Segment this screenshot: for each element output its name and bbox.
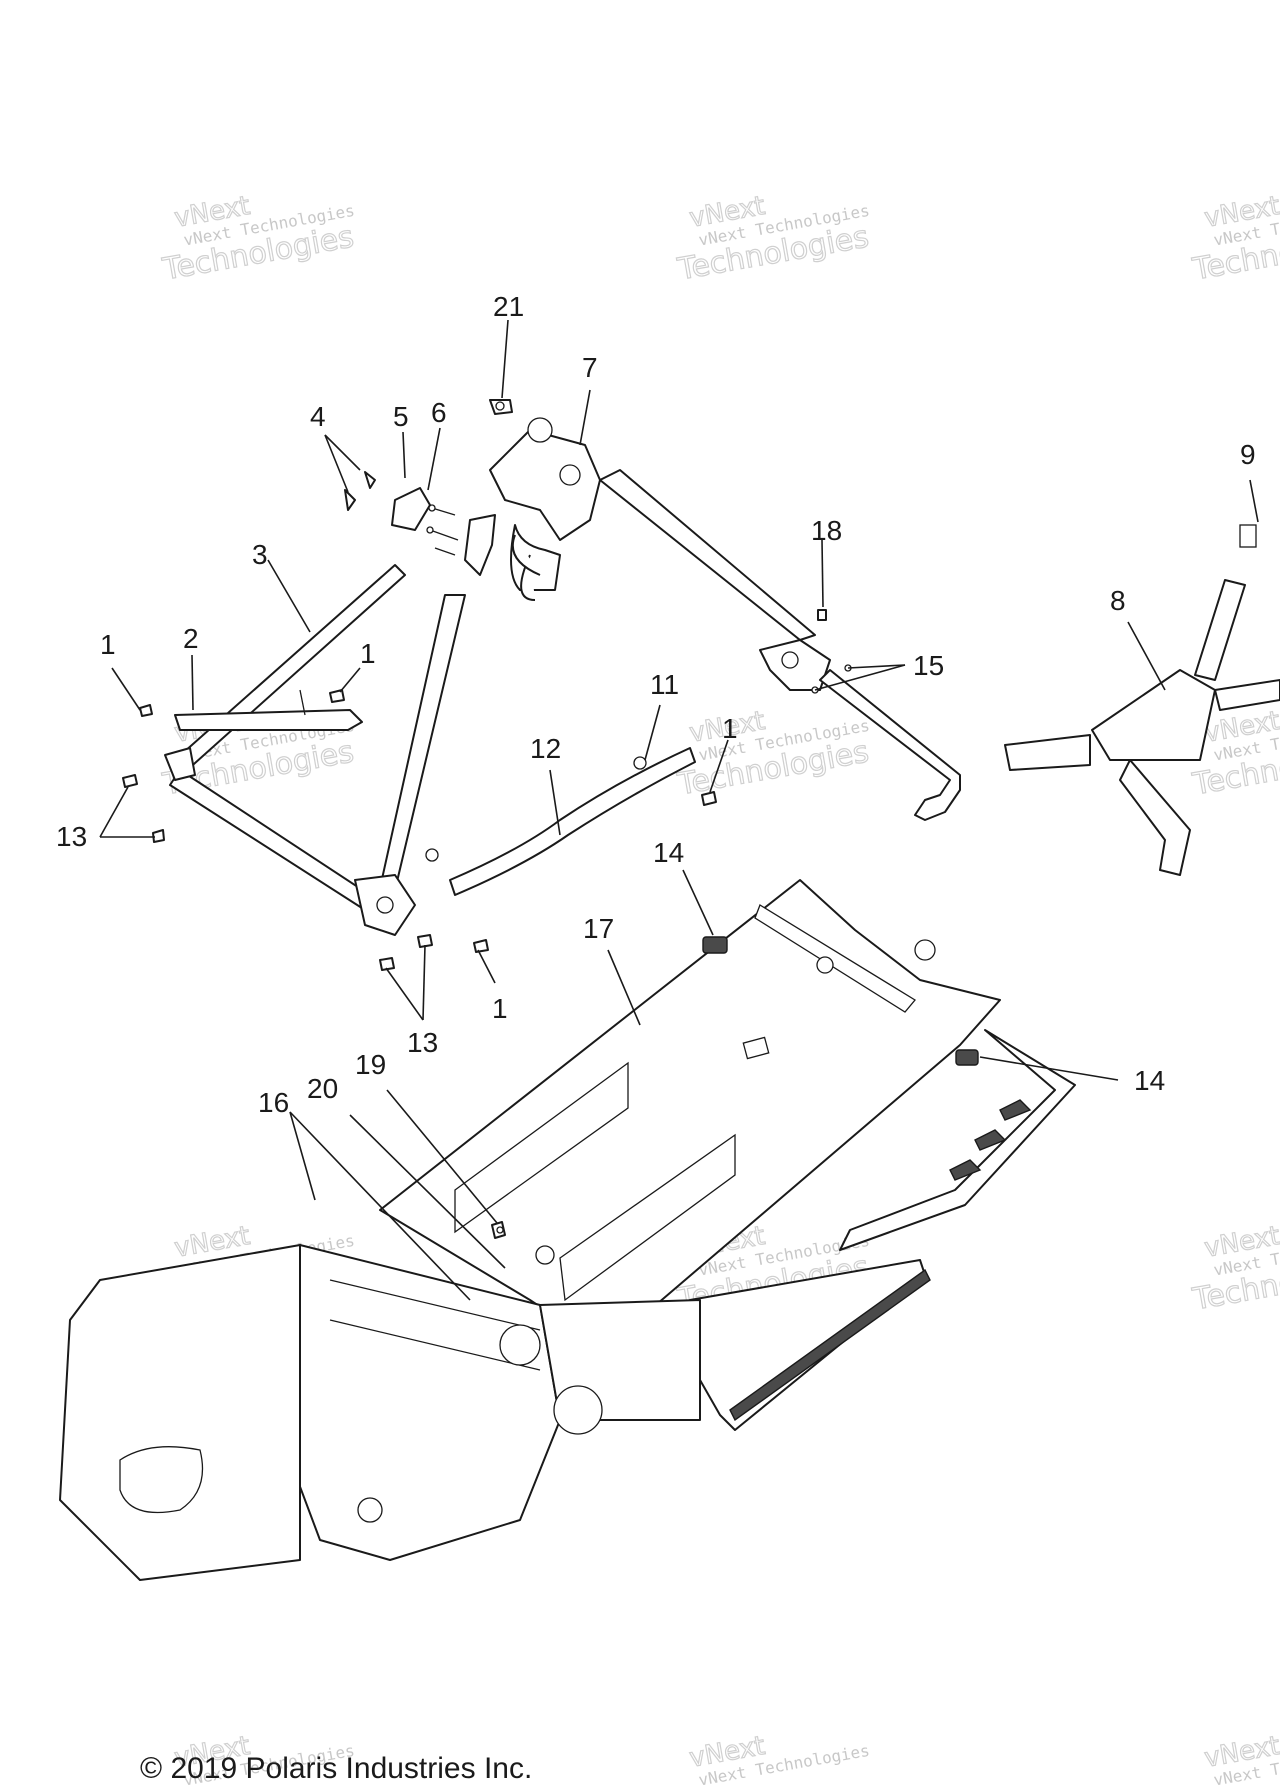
part-2-strap	[174, 689, 363, 731]
callout-18: 18	[811, 515, 842, 546]
running-board-right	[839, 1029, 1076, 1251]
front-bulkhead	[59, 1244, 701, 1581]
callout-1-c: 1	[722, 713, 738, 744]
callout-4: 4	[310, 401, 326, 432]
part-17-tunnel	[379, 879, 1001, 1321]
callout-21: 21	[493, 291, 524, 322]
part-12-brace	[449, 747, 696, 896]
fasteners	[122, 609, 852, 1239]
callout-14-b: 14	[1134, 1065, 1165, 1096]
callout-19: 19	[355, 1049, 386, 1080]
callout-1-a: 1	[100, 629, 116, 660]
callout-15: 15	[913, 650, 944, 681]
callout-1-d: 1	[492, 993, 508, 1024]
callout-12: 12	[530, 733, 561, 764]
part-7-steering-support	[489, 417, 961, 821]
watermark: vNext vNext Technologies	[1202, 1730, 1280, 1789]
callout-17: 17	[583, 913, 614, 944]
callout-20: 20	[307, 1073, 338, 1104]
callout-1-b: 1	[360, 638, 376, 669]
watermark: vNext vNext Technologies	[687, 1730, 871, 1789]
part-8-steering-post	[1004, 524, 1280, 876]
callout-8: 8	[1110, 585, 1126, 616]
copyright-notice: © 2019 Polaris Industries Inc.	[140, 1752, 532, 1785]
callout-11: 11	[650, 669, 679, 700]
part-21-clip	[489, 399, 513, 415]
callout-13-a: 13	[56, 821, 87, 852]
callout-14-a: 14	[653, 837, 684, 868]
callout-9: 9	[1240, 439, 1256, 470]
part-14-bumper	[702, 936, 979, 1066]
watermark: vNext vNext Technologies Technologies	[1189, 190, 1280, 288]
callout-7: 7	[582, 352, 598, 383]
watermark: vNext vNext Technologies Technologies	[1189, 1220, 1280, 1318]
callout-16: 16	[258, 1087, 289, 1118]
part-4-5-6-brackets	[344, 471, 496, 576]
callouts: 21 7 4 5 6 9 3 18 8 2 1 1 15 11 1 12 13 …	[56, 291, 1256, 1118]
callout-5: 5	[393, 401, 409, 432]
callout-3: 3	[252, 539, 268, 570]
callout-6: 6	[431, 397, 447, 428]
callout-13-b: 13	[407, 1027, 438, 1058]
watermark: vNext vNext Technologies Technologies	[674, 190, 872, 288]
callout-2: 2	[183, 623, 199, 654]
watermark: vNext vNext Technologies Technologies	[674, 705, 872, 803]
leader-lines	[99, 319, 1259, 1301]
watermark: vNext vNext Technologies Technologies	[159, 190, 357, 288]
